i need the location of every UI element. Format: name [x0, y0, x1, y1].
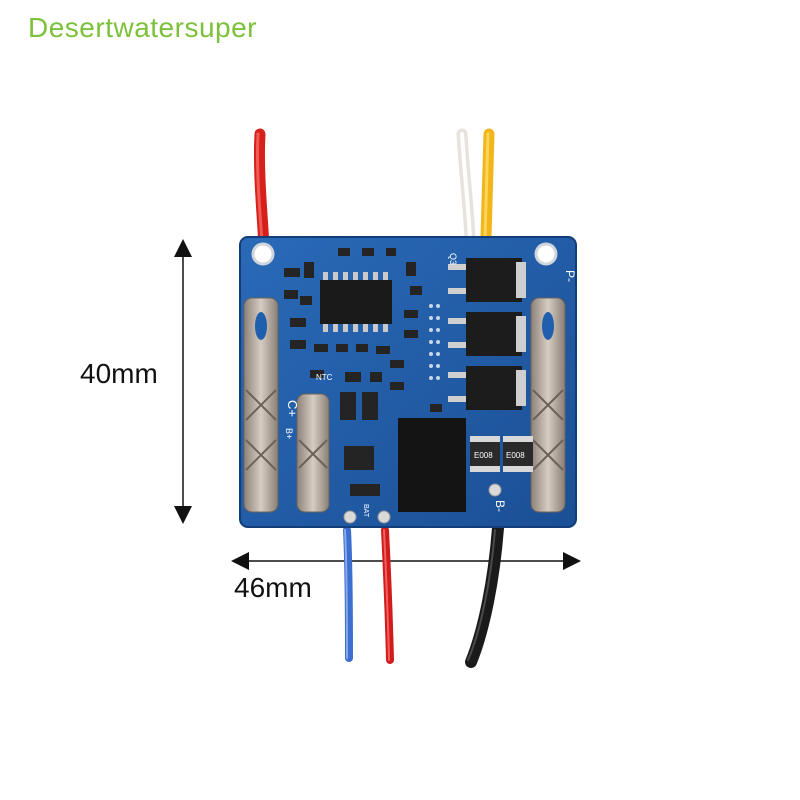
inductor-block — [398, 418, 466, 512]
silk-ntc: NTC — [316, 373, 333, 382]
silk-b-plus: B+ — [284, 428, 294, 439]
mosfet-array — [448, 258, 526, 410]
width-dimension-label: 46mm — [234, 572, 312, 603]
silk-e008-left: E008 — [474, 451, 493, 460]
smd-components — [284, 248, 454, 496]
silk-c-plus: C+ — [285, 400, 300, 417]
silk-p-minus: P- — [563, 270, 577, 282]
pcb-board — [239, 236, 577, 528]
brand-watermark: Desertwatersuper — [28, 12, 257, 43]
left-battery-terminal — [243, 297, 330, 513]
right-battery-terminal — [530, 297, 566, 513]
top-wires — [253, 128, 495, 252]
bottom-wires — [343, 522, 504, 668]
silk-bat: BAT — [362, 504, 369, 518]
silk-e008-right: E008 — [506, 451, 525, 460]
via-dots — [429, 304, 440, 380]
silk-q3: Q3 — [448, 253, 458, 265]
silk-b-minus: B- — [493, 500, 507, 512]
main-ic-chip — [320, 272, 392, 332]
shunt-resistors — [470, 436, 533, 472]
height-dimension-label: 40mm — [80, 358, 158, 389]
